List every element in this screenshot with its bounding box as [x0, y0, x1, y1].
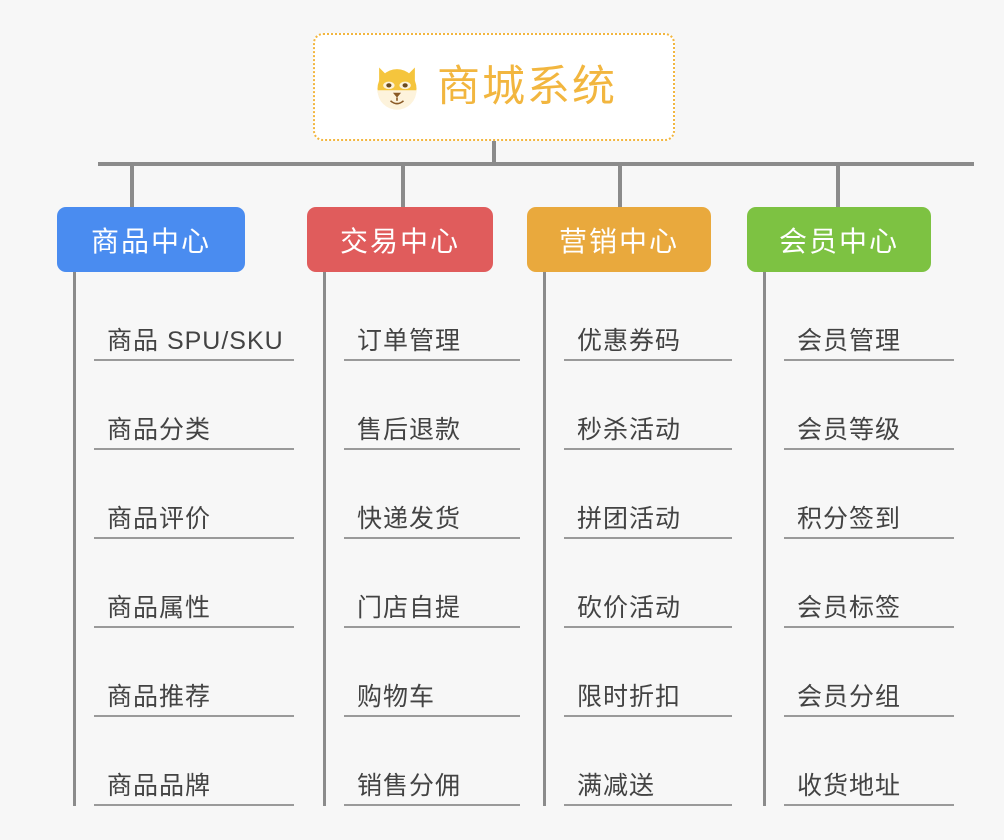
branch-column-2: 营销中心 优惠券码 秒杀活动 拼团活动 砍价活动 限时折扣 满减送: [527, 207, 732, 806]
shiba-dog-face-icon: [377, 67, 417, 110]
leaf-item[interactable]: 收货地址: [784, 717, 954, 806]
branch-header-2[interactable]: 营销中心: [527, 207, 711, 272]
leaf-label: 会员标签: [797, 593, 902, 622]
leaf-item[interactable]: 商品分类: [94, 361, 294, 450]
leaf-item[interactable]: 满减送: [564, 717, 732, 806]
leaf-item[interactable]: 商品 SPU/SKU: [94, 272, 294, 361]
leaf-label: 会员管理: [797, 326, 902, 355]
root-node[interactable]: 商城系统: [313, 33, 675, 141]
leaf-label: 会员分组: [797, 682, 902, 711]
leaf-item[interactable]: 售后退款: [344, 361, 520, 450]
leaf-item[interactable]: 会员标签: [784, 539, 954, 628]
branch-items-3: 会员管理 会员等级 积分签到 会员标签 会员分组 收货地址: [763, 272, 954, 806]
branch-items-1: 订单管理 售后退款 快递发货 门店自提 购物车 销售分佣: [323, 272, 520, 806]
branch-header-0[interactable]: 商品中心: [57, 207, 245, 272]
leaf-item[interactable]: 积分签到: [784, 450, 954, 539]
leaf-item[interactable]: 会员管理: [784, 272, 954, 361]
leaf-item[interactable]: 拼团活动: [564, 450, 732, 539]
leaf-item[interactable]: 购物车: [344, 628, 520, 717]
leaf-label: 限时折扣: [577, 682, 682, 711]
branch-column-3: 会员中心 会员管理 会员等级 积分签到 会员标签 会员分组 收货地址: [747, 207, 954, 806]
branch-column-0: 商品中心 商品 SPU/SKU 商品分类 商品评价 商品属性 商品推荐 商品品牌: [57, 207, 294, 806]
branch-header-1[interactable]: 交易中心: [307, 207, 493, 272]
leaf-label: 购物车: [357, 682, 436, 711]
leaf-item[interactable]: 商品评价: [94, 450, 294, 539]
leaf-label: 砍价活动: [577, 593, 682, 622]
leaf-label: 订单管理: [357, 326, 462, 355]
leaf-item[interactable]: 会员等级: [784, 361, 954, 450]
leaf-label: 优惠券码: [577, 326, 682, 355]
leaf-item[interactable]: 门店自提: [344, 539, 520, 628]
leaf-label: 拼团活动: [577, 504, 682, 533]
leaf-label: 收货地址: [797, 771, 902, 800]
leaf-item[interactable]: 销售分佣: [344, 717, 520, 806]
leaf-item[interactable]: 秒杀活动: [564, 361, 732, 450]
leaf-label: 商品 SPU/SKU: [107, 326, 284, 355]
leaf-label: 商品品牌: [107, 771, 212, 800]
leaf-label: 商品推荐: [107, 682, 212, 711]
branch-header-3[interactable]: 会员中心: [747, 207, 931, 272]
leaf-item[interactable]: 快递发货: [344, 450, 520, 539]
leaf-label: 会员等级: [797, 415, 902, 444]
branch-column-1: 交易中心 订单管理 售后退款 快递发货 门店自提 购物车 销售分佣: [307, 207, 520, 806]
leaf-item[interactable]: 限时折扣: [564, 628, 732, 717]
leaf-item[interactable]: 商品品牌: [94, 717, 294, 806]
leaf-label: 商品分类: [107, 415, 212, 444]
root-title: 商城系统: [437, 62, 617, 111]
leaf-item[interactable]: 会员分组: [784, 628, 954, 717]
leaf-label: 秒杀活动: [577, 415, 682, 444]
branch-items-0: 商品 SPU/SKU 商品分类 商品评价 商品属性 商品推荐 商品品牌: [73, 272, 294, 806]
leaf-label: 商品属性: [107, 593, 212, 622]
leaf-label: 门店自提: [357, 593, 462, 622]
branch-items-2: 优惠券码 秒杀活动 拼团活动 砍价活动 限时折扣 满减送: [543, 272, 732, 806]
leaf-item[interactable]: 订单管理: [344, 272, 520, 361]
leaf-label: 满减送: [577, 771, 656, 800]
leaf-item[interactable]: 砍价活动: [564, 539, 732, 628]
leaf-item[interactable]: 商品推荐: [94, 628, 294, 717]
leaf-label: 销售分佣: [357, 771, 462, 800]
leaf-item[interactable]: 优惠券码: [564, 272, 732, 361]
leaf-label: 积分签到: [797, 504, 902, 533]
leaf-label: 售后退款: [357, 415, 462, 444]
leaf-item[interactable]: 商品属性: [94, 539, 294, 628]
leaf-label: 商品评价: [107, 504, 212, 533]
leaf-label: 快递发货: [357, 504, 462, 533]
